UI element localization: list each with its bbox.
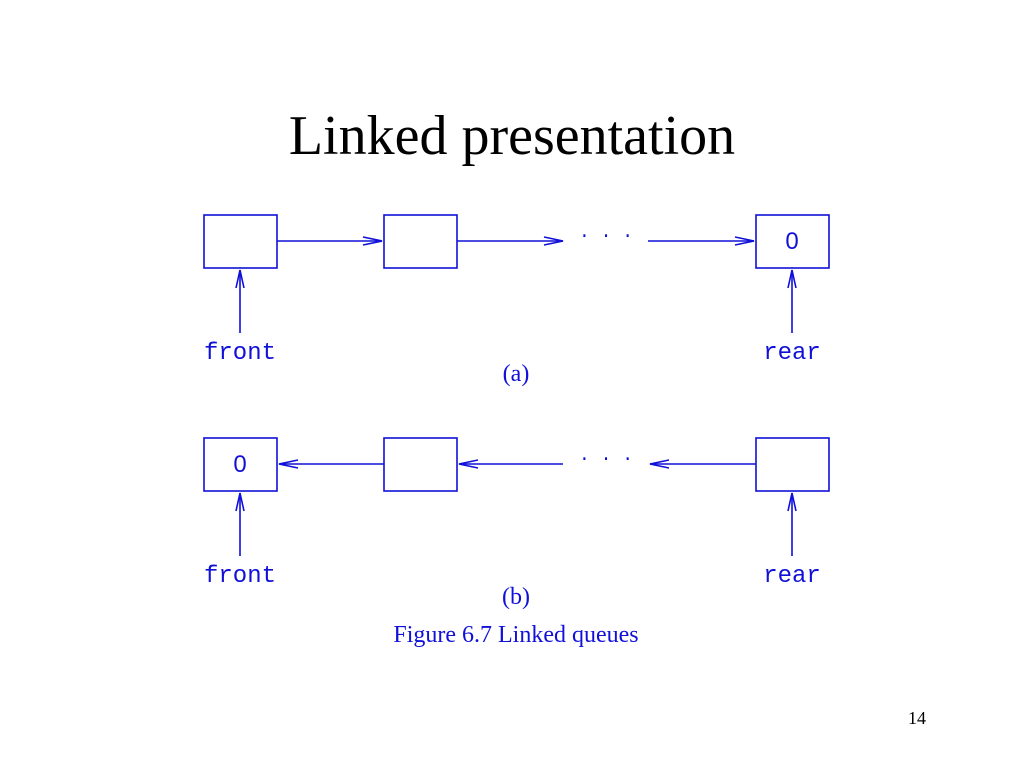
page-number: 14 <box>908 708 926 728</box>
slide-title: Linked presentation <box>288 105 736 167</box>
a-arrow-ellipsis-to-last <box>648 236 755 246</box>
figure-caption: Figure 6.7 Linked queues <box>393 622 638 648</box>
a-arrow-node2-to-ellipsis <box>457 236 564 246</box>
a-node-1 <box>203 214 278 269</box>
b-ellipsis: · · · <box>579 450 633 470</box>
b-node-2 <box>383 437 458 492</box>
b-arrow-node2-to-first <box>278 459 384 469</box>
a-ellipsis: · · · <box>579 227 633 247</box>
a-front-pointer-arrow <box>235 269 245 333</box>
a-front-label: front <box>204 340 276 367</box>
a-rear-label: rear <box>763 340 821 367</box>
a-node-last <box>755 214 830 269</box>
a-arrow-node1-to-node2 <box>277 236 383 246</box>
a-rear-pointer-arrow <box>787 269 797 333</box>
a-node-2 <box>383 214 458 269</box>
a-last-node-value: 0 <box>785 228 798 255</box>
b-node-first <box>203 437 278 492</box>
b-front-pointer-arrow <box>235 492 245 556</box>
b-arrow-ellipsis-to-node2 <box>458 459 563 469</box>
b-node-last <box>755 437 830 492</box>
b-diagram-label: (b) <box>502 584 530 610</box>
b-rear-label: rear <box>763 563 821 590</box>
b-rear-pointer-arrow <box>787 492 797 556</box>
b-front-label: front <box>204 563 276 590</box>
b-first-node-value: 0 <box>233 451 246 478</box>
a-diagram-label: (a) <box>503 361 530 387</box>
b-arrow-last-to-ellipsis <box>649 459 756 469</box>
